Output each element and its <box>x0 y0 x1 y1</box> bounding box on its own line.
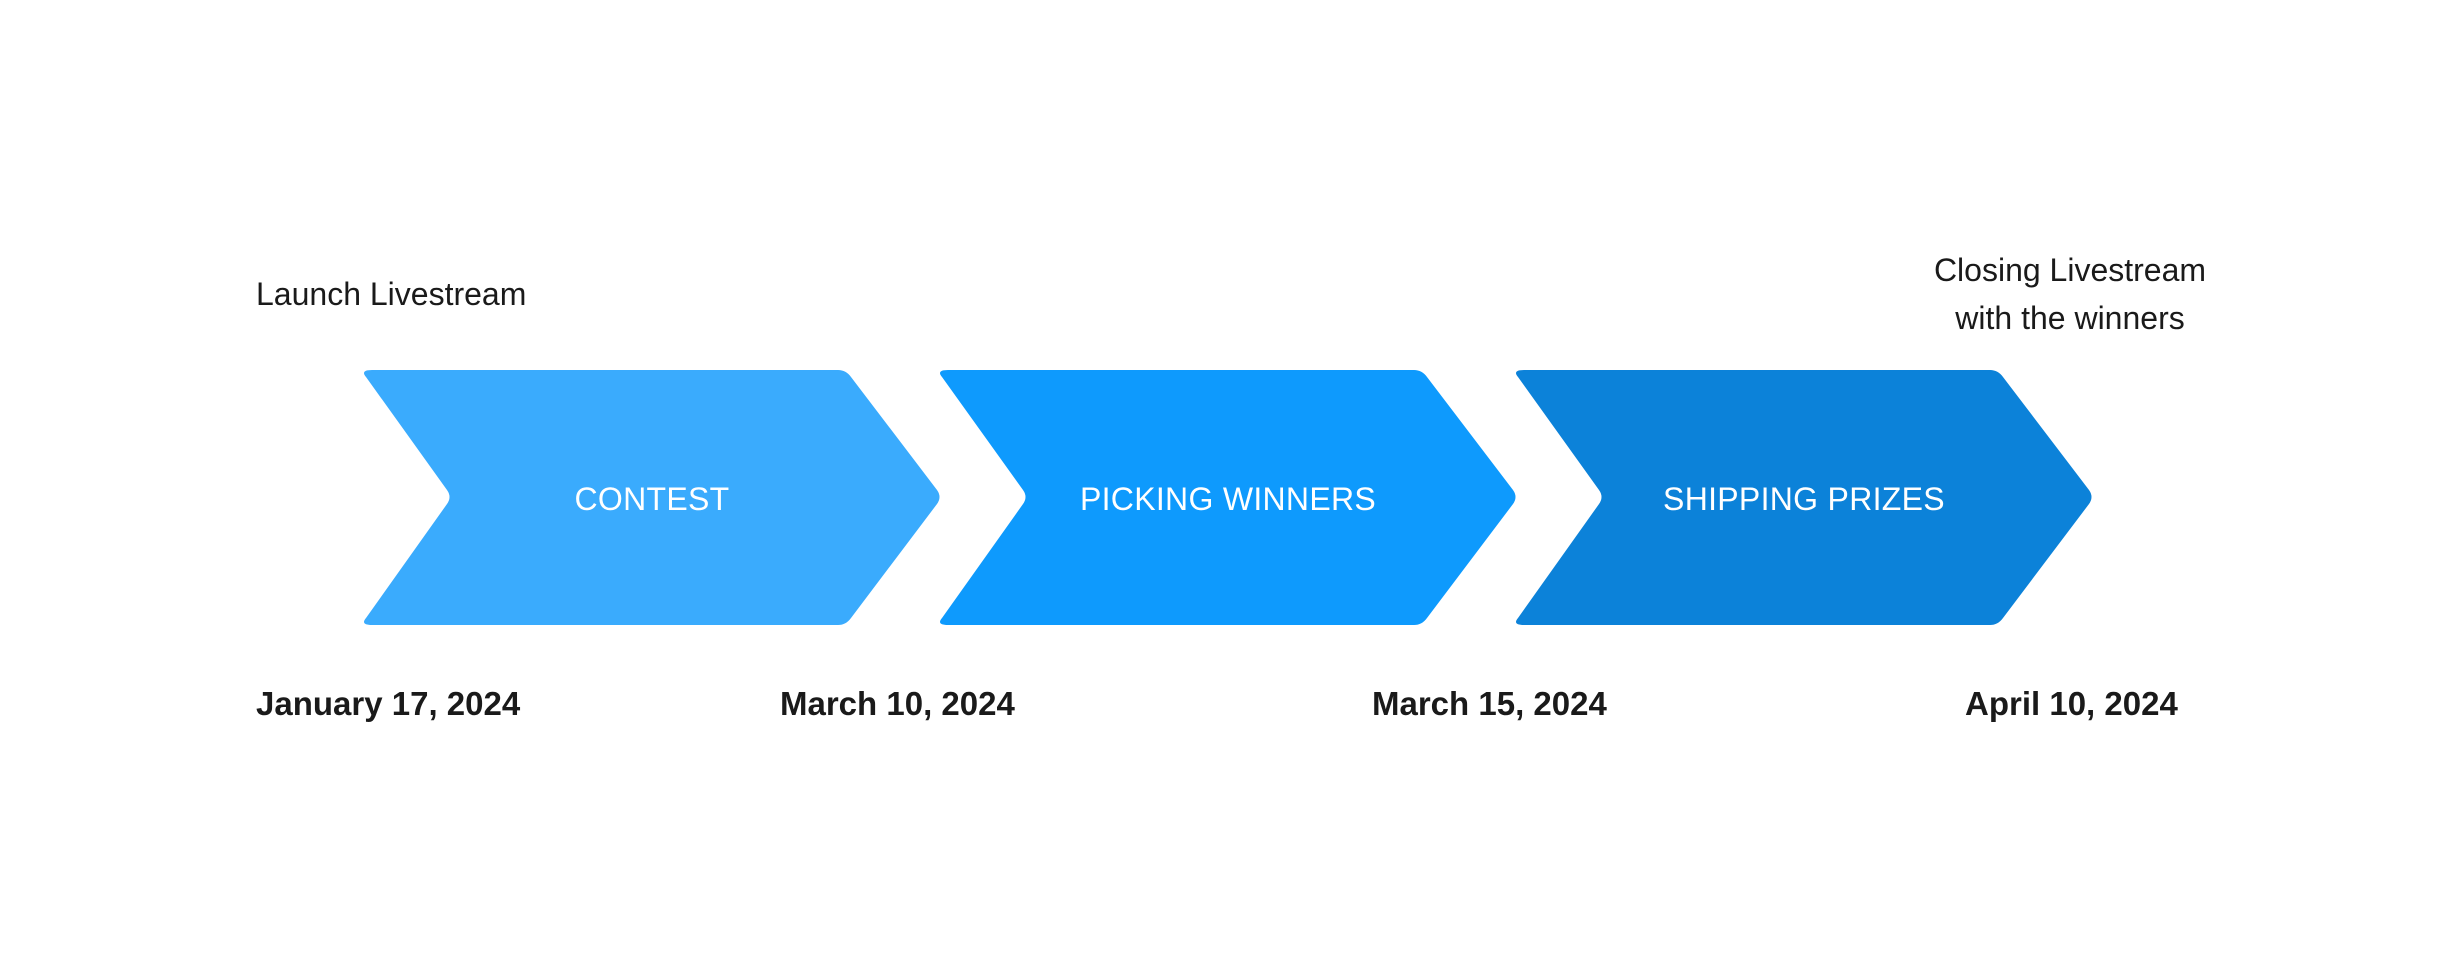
date-end: April 10, 2024 <box>1965 685 2178 722</box>
closing-livestream-label: Closing Livestream with the winners <box>1880 246 2260 342</box>
phase-shipping-prizes-chevron <box>1516 370 2092 625</box>
date-start: January 17, 2024 <box>256 685 521 722</box>
phase-contest: CONTEST <box>364 370 940 625</box>
launch-livestream-label: Launch Livestream <box>256 276 527 312</box>
closing-livestream-line-2: with the winners <box>1955 300 2185 336</box>
phase-contest-label: CONTEST <box>575 481 730 517</box>
phase-shipping-prizes-label: SHIPPING PRIZES <box>1663 481 1945 517</box>
phase-shipping-prizes: SHIPPING PRIZES <box>1516 370 2092 625</box>
phase-picking-winners: PICKING WINNERS <box>940 370 1516 625</box>
phase-picking-winners-chevron <box>940 370 1516 625</box>
date-contest-end: March 10, 2024 <box>780 685 1015 722</box>
phase-picking-winners-label: PICKING WINNERS <box>1080 481 1376 517</box>
date-picking-end: March 15, 2024 <box>1372 685 1607 722</box>
phase-contest-chevron <box>364 370 940 625</box>
closing-livestream-line-1: Closing Livestream <box>1933 252 2207 288</box>
